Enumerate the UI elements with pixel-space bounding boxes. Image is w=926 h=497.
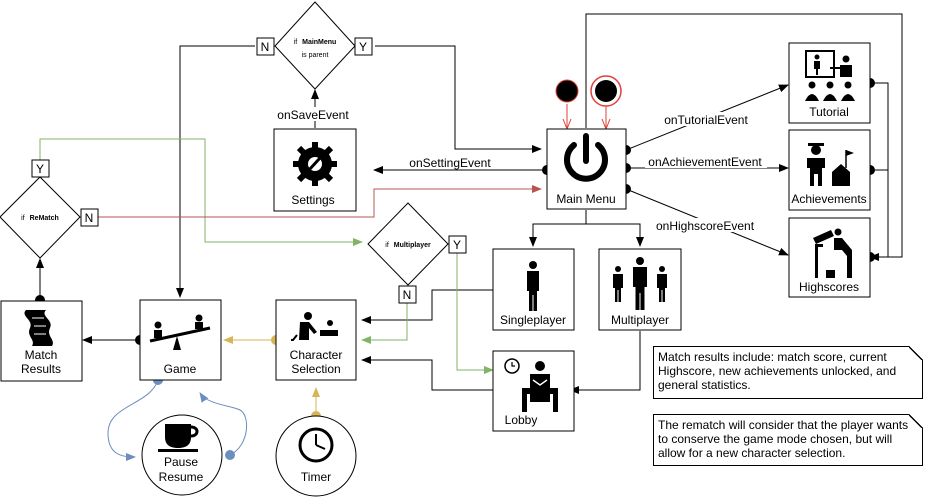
coffee-cup-icon [158,424,199,452]
teacher-class-icon [805,50,855,101]
edge-tutorial-return [870,82,889,257]
edge-multidec-lobby [456,253,494,374]
multiplayer-node[interactable]: Multiplayer [598,248,682,331]
edge-rematch-main [98,185,542,218]
game-node[interactable]: Game [139,299,222,381]
gear-icon [293,142,337,186]
group-people-icon [613,257,667,310]
multiplayer-no-label: N [403,288,412,302]
waiting-person-icon [504,358,558,412]
timer-label: Timer [301,470,331,484]
decision-if: if [294,39,298,46]
rematch-yes-label: Y [36,162,44,176]
edge-labels: onSaveEvent onSettingEvent onTutorialEve… [276,107,767,233]
edge-lobby-charsel [361,356,493,391]
on-setting-label: onSettingEvent [409,156,491,170]
decision-mainmenu-rest: is parent [302,52,329,59]
edge-game-pause [107,379,159,461]
pause-resume-label-line2: Resume [159,470,204,484]
on-save-label: onSaveEvent [277,108,349,122]
tutorial-label: Tutorial [809,105,849,119]
edge-multi-lobby [569,331,641,394]
edge-multidec-charsel [361,303,408,344]
highscores-label: Highscores [799,280,859,294]
edge-pause-game [199,392,248,456]
edge-single-charsel [361,289,493,324]
character-selection-node[interactable]: Character Selection [275,299,357,381]
single-person-icon [527,261,539,311]
settings-label: Settings [291,193,334,207]
match-results-label-line1: Match [25,348,58,362]
match-results-note: Match results include: match score, curr… [653,346,923,399]
svg-text:if Multiplayer: if Multiplayer [385,242,431,249]
power-icon [564,133,608,182]
end-state [590,75,622,107]
connectors [36,13,903,461]
scroll-icon [24,310,53,346]
explorer-flag-icon [807,143,854,186]
edge-main-single [529,210,587,247]
settings-node[interactable]: Settings [273,128,357,212]
multiplayer-yes-label: Y [453,238,461,252]
start-state [555,79,579,103]
clock-icon [298,427,334,463]
on-achievement-label: onAchievementEvent [648,155,762,169]
character-selection-label-line1: Character [290,348,343,362]
rematch-note: The rematch will consider that the playe… [653,414,923,466]
lobby-label: Lobby [505,413,538,427]
on-tutorial-label: onTutorialEvent [664,113,748,127]
mainmenu-yes-label: Y [359,40,367,54]
singleplayer-node[interactable]: Singleplayer [492,248,575,331]
decision-rematch-name: ReMatch [30,215,59,222]
decision-if: if [385,242,389,249]
mainmenu-parent-decision[interactable]: if MainMenu is parent N Y [256,1,373,90]
main-menu-label: Main Menu [556,192,615,206]
multiplayer-label: Multiplayer [611,313,669,327]
match-results-node[interactable]: Match Results [0,300,83,382]
svg-text:if MainMenu: if MainMenu [294,39,337,46]
timer-node[interactable]: Timer [275,415,357,497]
main-menu-node[interactable]: Main Menu [546,128,627,210]
rematch-no-label: N [85,211,94,225]
lobby-node[interactable]: Lobby [492,350,575,432]
highscores-node[interactable]: Highscores [788,217,871,298]
caretaker-icon [291,312,338,341]
achievements-node[interactable]: Achievements [788,129,871,211]
decision-if: if [21,215,25,222]
podium-icon [813,228,852,278]
edge-rematch-multidec [39,138,363,246]
edge-decision-yes-main [375,45,542,153]
on-highscore-label: onHighscoreEvent [656,219,755,233]
match-results-label-line2: Results [21,362,61,376]
match-results-note-text: Match results include: match score, curr… [658,350,897,392]
decision-multiplayer-name: Multiplayer [394,242,431,249]
svg-text:if ReMatch: if ReMatch [21,215,59,222]
pause-resume-label-line1: Pause [164,455,198,469]
game-label: Game [164,362,197,376]
character-selection-label-line2: Selection [291,362,340,376]
seesaw-icon [149,314,211,350]
rematch-decision[interactable]: if ReMatch Y N [0,159,99,259]
edge-main-multi [586,223,644,247]
achievements-label: Achievements [791,192,866,206]
pause-resume-node[interactable]: Pause Resume [141,414,223,496]
multiplayer-decision[interactable]: if Multiplayer Y N [367,202,467,304]
tutorial-node[interactable]: Tutorial [788,42,871,124]
edge-back-from-highscores [585,13,903,261]
rematch-note-text: The rematch will consider that the playe… [658,418,909,460]
mainmenu-no-label: N [261,40,270,54]
singleplayer-label: Singleplayer [500,313,566,327]
decision-mainmenu-name: MainMenu [302,39,336,46]
edge-decision-no-game [176,45,255,298]
